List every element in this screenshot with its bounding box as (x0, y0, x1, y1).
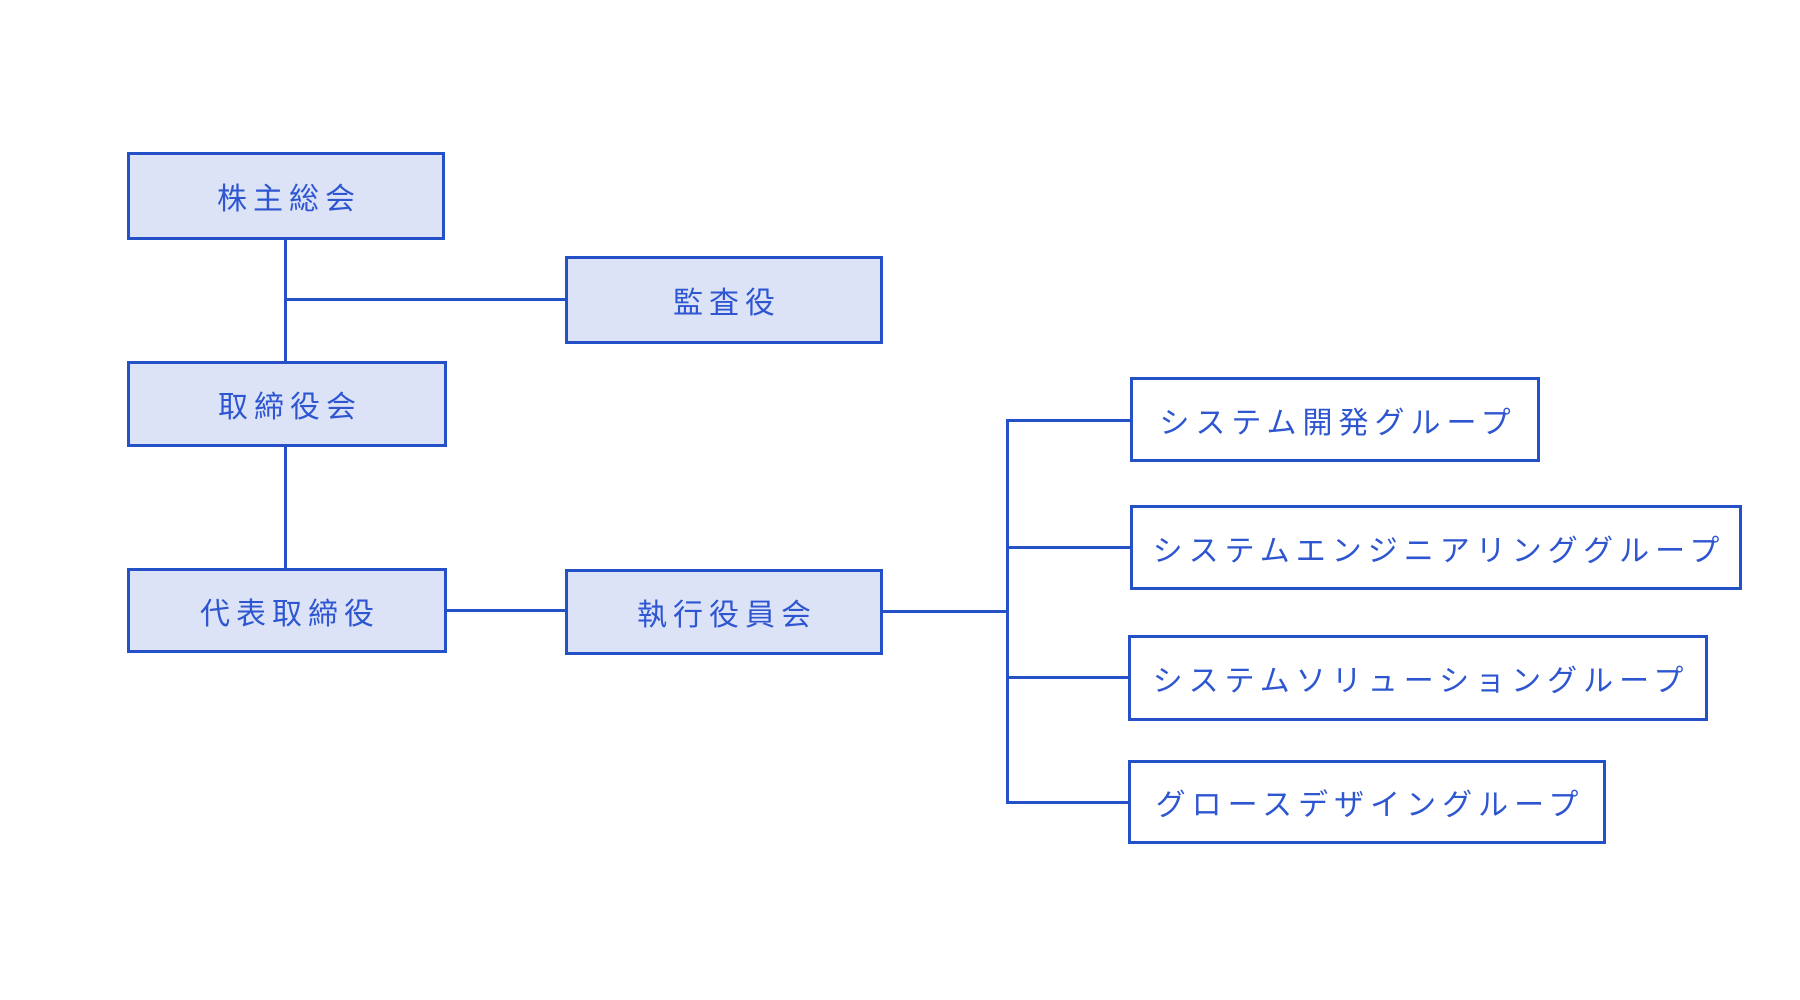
node-label: システムソリューショングループ (1152, 665, 1690, 698)
node-label: システムエンジニアリンググループ (1152, 534, 1726, 568)
node-executive-officers-board: 執行役員会 (565, 569, 883, 655)
node-board-of-directors: 取締役会 (127, 361, 447, 447)
node-growth-design-group: グロースデザイングループ (1128, 760, 1606, 844)
node-label: グロースデザイングループ (1155, 789, 1585, 822)
node-auditor: 監査役 (565, 256, 883, 344)
connector-branch-auditor (284, 298, 565, 301)
connector-trunk-syseng (1006, 546, 1130, 549)
connector-board-representative (284, 447, 287, 568)
connector-trunk-vertical (1006, 419, 1009, 804)
node-label: 執行役員会 (637, 599, 817, 632)
node-label: 株主総会 (217, 183, 361, 216)
connector-executive-trunk (883, 610, 1009, 613)
node-label: 監査役 (673, 287, 781, 320)
node-shareholders-meeting: 株主総会 (127, 152, 445, 240)
connector-trunk-growth (1006, 801, 1128, 804)
connector-trunk-sysdev (1006, 419, 1130, 422)
node-label: 取締役会 (218, 391, 362, 424)
connector-trunk-syssol (1006, 676, 1128, 679)
node-label: 代表取締役 (200, 597, 380, 631)
node-label: システム開発グループ (1159, 406, 1517, 440)
node-system-engineering-group: システムエンジニアリンググループ (1130, 505, 1742, 590)
node-representative-director: 代表取締役 (127, 568, 447, 653)
connector-representative-executive (447, 609, 565, 612)
node-system-development-group: システム開発グループ (1130, 377, 1540, 462)
node-system-solution-group: システムソリューショングループ (1128, 635, 1708, 721)
